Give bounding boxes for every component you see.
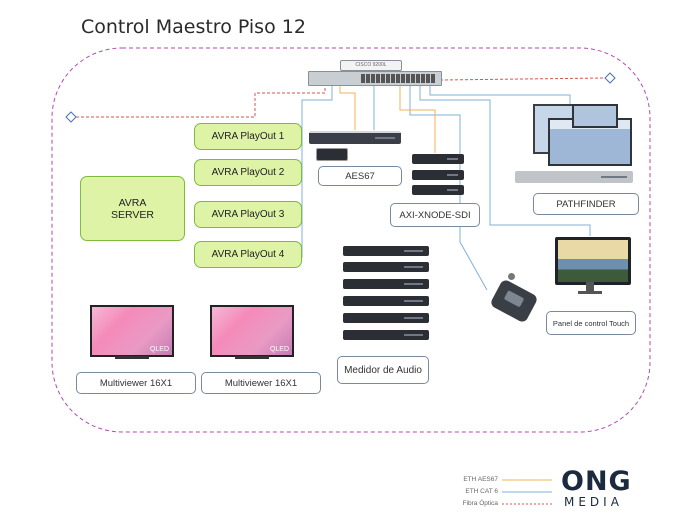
aes67-link-1 [339, 82, 356, 130]
medidor-unit-6 [343, 330, 429, 340]
cat6-panel [419, 82, 591, 236]
aes67-small-unit [316, 148, 348, 161]
avra-server: AVRA SERVER [80, 176, 185, 241]
avra-server-line2: SERVER [111, 208, 154, 221]
touch-panel-monitor [555, 237, 631, 285]
panel-label: Panel de control Touch [546, 311, 636, 335]
medidor-label: Medidor de Audio [337, 356, 429, 384]
pathfinder-label: PATHFINDER [533, 193, 639, 215]
aes67-link-axi [399, 82, 436, 153]
multiviewer-label-1: Multiviewer 16X1 [76, 372, 196, 394]
tv-brand-1: QLED [149, 346, 169, 353]
cat6-pathfinder [429, 82, 571, 104]
fiber-endpoint-left [65, 111, 77, 123]
logo-bottom: MEDIA [564, 495, 623, 509]
medidor-unit-5 [343, 313, 429, 323]
pathfinder-screen-small [572, 104, 618, 128]
tv-brand-2: QLED [269, 346, 289, 353]
medidor-unit-1 [343, 246, 429, 256]
medidor-unit-3 [343, 279, 429, 289]
avra-playout-4: AVRA PlayOut 4 [194, 241, 302, 268]
avra-playout-1: AVRA PlayOut 1 [194, 123, 302, 150]
multiviewer-tv-1: QLED [90, 305, 174, 357]
multiviewer-tv-2: QLED [210, 305, 294, 357]
legend-fiber: Fibra Óptica [462, 500, 498, 507]
aes67-device [309, 131, 401, 144]
console-mic [508, 273, 515, 280]
axi-unit-2 [412, 170, 464, 180]
ong-media-logo: ONG MEDIA [561, 466, 632, 509]
axi-unit-1 [412, 154, 464, 164]
network-boundary [51, 47, 651, 433]
multiviewer-label-2: Multiviewer 16X1 [201, 372, 321, 394]
page-title: Control Maestro Piso 12 [81, 16, 306, 38]
avra-playout-3: AVRA PlayOut 3 [194, 201, 302, 228]
cat6-playouts [301, 82, 333, 258]
pathfinder-server [515, 171, 633, 183]
fiber-endpoint-right [604, 72, 616, 84]
fiber-link-left [76, 80, 326, 118]
legend-cat6: ETH CAT 6 [465, 488, 498, 495]
avra-playout-2: AVRA PlayOut 2 [194, 159, 302, 186]
medidor-unit-2 [343, 262, 429, 272]
axi-label: AXI-XNODE-SDI [390, 203, 480, 227]
logo-top: ONG [561, 466, 632, 497]
fiber-link-right [439, 77, 606, 81]
cat6-console [409, 82, 488, 291]
legend-aes67: ETH AES67 [463, 476, 498, 483]
axi-unit-3 [412, 185, 464, 195]
cisco-switch [308, 71, 442, 86]
medidor-unit-4 [343, 296, 429, 306]
touch-panel-stand [586, 282, 594, 292]
avra-server-line1: AVRA [118, 196, 147, 209]
aes67-label: AES67 [318, 166, 402, 186]
switch-label: CISCO 9200L [340, 60, 402, 71]
